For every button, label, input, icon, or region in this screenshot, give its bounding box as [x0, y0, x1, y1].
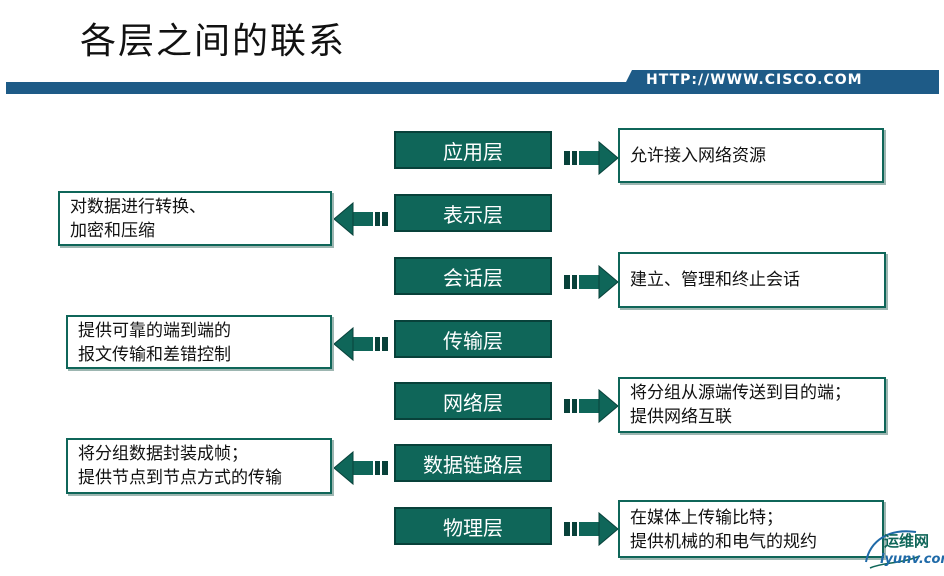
page-title: 各层之间的联系: [80, 21, 347, 62]
desc-session-line-1: 建立、管理和终止会话: [630, 270, 800, 290]
desc-network-line-2: 提供网络互联: [630, 407, 732, 427]
layer-physical: 物理层: [394, 507, 552, 545]
layer-presentation: 表示层: [394, 194, 552, 232]
arrow-left-presentation: [333, 201, 388, 237]
desc-session: 建立、管理和终止会话: [618, 252, 886, 308]
desc-transport: 提供可靠的端到端的 报文传输和差错控制: [66, 315, 332, 369]
layer-network: 网络层: [394, 382, 552, 420]
desc-physical-line-1: 在媒体上传输比特；: [630, 508, 783, 528]
arrow-left-datalink: [333, 450, 388, 486]
desc-transport-line-1: 提供可靠的端到端的: [78, 321, 231, 341]
layer-session: 会话层: [394, 257, 552, 295]
watermark-logo-icon: [865, 530, 921, 569]
desc-transport-line-2: 报文传输和差错控制: [78, 345, 231, 365]
desc-presentation: 对数据进行转换、 加密和压缩: [58, 191, 332, 246]
desc-datalink: 将分组数据封装成帧； 提供节点到节点方式的传输: [66, 438, 332, 494]
desc-application-line-1: 允许接入网络资源: [630, 146, 766, 166]
desc-datalink-line-2: 提供节点到节点方式的传输: [78, 468, 282, 488]
desc-presentation-line-1: 对数据进行转换、: [70, 197, 206, 217]
arrow-right-physical: [564, 511, 619, 547]
watermark-text: 运维网: [884, 532, 930, 550]
layer-application: 应用层: [394, 131, 552, 169]
desc-application: 允许接入网络资源: [618, 128, 884, 183]
url-text: HTTP://WWW.CISCO.COM: [646, 72, 863, 88]
arrow-right-session: [564, 264, 619, 300]
watermark-domain: iyunv.com: [880, 552, 944, 567]
arrow-right-application: [564, 140, 619, 176]
url-tab: [620, 70, 939, 94]
desc-datalink-line-1: 将分组数据封装成帧；: [78, 444, 248, 464]
arrow-right-network: [564, 388, 619, 424]
desc-physical-line-2: 提供机械的和电气的规约: [630, 532, 817, 552]
layer-datalink: 数据链路层: [394, 444, 552, 482]
arrow-left-transport: [333, 326, 388, 362]
layer-transport: 传输层: [394, 320, 552, 358]
desc-physical: 在媒体上传输比特； 提供机械的和电气的规约: [618, 500, 884, 558]
desc-presentation-line-2: 加密和压缩: [70, 221, 155, 241]
desc-network: 将分组从源端传送到目的端； 提供网络互联: [618, 377, 886, 433]
desc-network-line-1: 将分组从源端传送到目的端；: [630, 383, 851, 403]
